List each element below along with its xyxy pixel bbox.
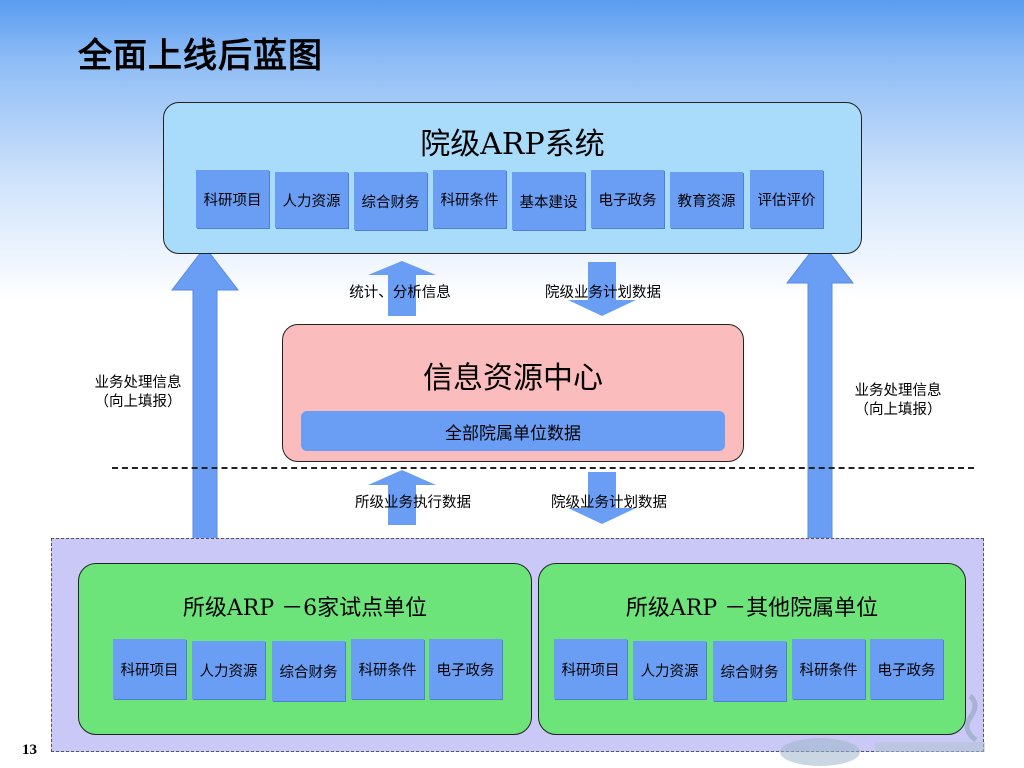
top-up-arrow — [368, 261, 436, 316]
pilot-module: 综合财务 — [272, 641, 345, 701]
other-module: 科研项目 — [554, 639, 627, 699]
other-module: 综合财务 — [713, 641, 786, 701]
bottom-down-arrow — [568, 472, 636, 524]
right-up-arrow — [785, 239, 855, 539]
institute-module: 人力资源 — [275, 172, 348, 228]
other-module: 电子政务 — [870, 639, 943, 699]
page-title: 全面上线后蓝图 — [78, 36, 323, 76]
info-center-title: 信息资源中心 — [423, 361, 603, 396]
pilot-module: 科研条件 — [351, 639, 424, 699]
institute-module: 教育资源 — [670, 172, 743, 228]
institute-module: 综合财务 — [354, 172, 427, 230]
pilot-module: 人力资源 — [192, 641, 265, 699]
institute-module: 科研项目 — [196, 170, 269, 228]
side-label-left-line2: （向上填报） — [94, 394, 182, 410]
institute-module: 基本建设 — [512, 172, 585, 230]
side-label-right: 业务处理信息 （向上填报） — [838, 382, 958, 420]
flow-label-plan-bottom: 院级业务计划数据 — [551, 495, 667, 511]
info-center-data-bar: 全部院属单位数据 — [301, 411, 725, 451]
other-module: 科研条件 — [792, 639, 865, 699]
institute-arp-title: 院级ARP系统 — [420, 127, 605, 162]
flow-label-stats: 统计、分析信息 — [349, 285, 451, 301]
top-down-arrow — [568, 262, 636, 316]
flow-label-plan-top: 院级业务计划数据 — [545, 285, 661, 301]
side-label-left-line1: 业务处理信息 — [94, 375, 182, 391]
pilot-module: 科研项目 — [113, 639, 186, 699]
flow-label-exec: 所级业务执行数据 — [355, 495, 471, 511]
side-label-left: 业务处理信息 （向上填报） — [78, 374, 198, 412]
cas-watermark-logo — [780, 694, 985, 766]
institute-module: 电子政务 — [591, 170, 664, 228]
institute-module: 科研条件 — [433, 170, 506, 228]
other-units-title: 所级ARP －其他院属单位 — [625, 596, 879, 621]
side-label-right-line2: （向上填报） — [854, 402, 942, 418]
bottom-up-arrow — [368, 470, 436, 525]
institute-module: 评估评价 — [750, 170, 823, 228]
page-number: 13 — [22, 742, 37, 758]
side-label-right-line1: 业务处理信息 — [854, 383, 942, 399]
divider-line — [112, 467, 974, 469]
left-up-arrow — [170, 246, 240, 546]
pilot-module: 电子政务 — [429, 639, 502, 699]
other-module: 人力资源 — [633, 641, 706, 699]
info-center-box: 信息资源中心 全部院属单位数据 — [282, 324, 744, 462]
pilot-units-title: 所级ARP －6家试点单位 — [182, 596, 428, 621]
